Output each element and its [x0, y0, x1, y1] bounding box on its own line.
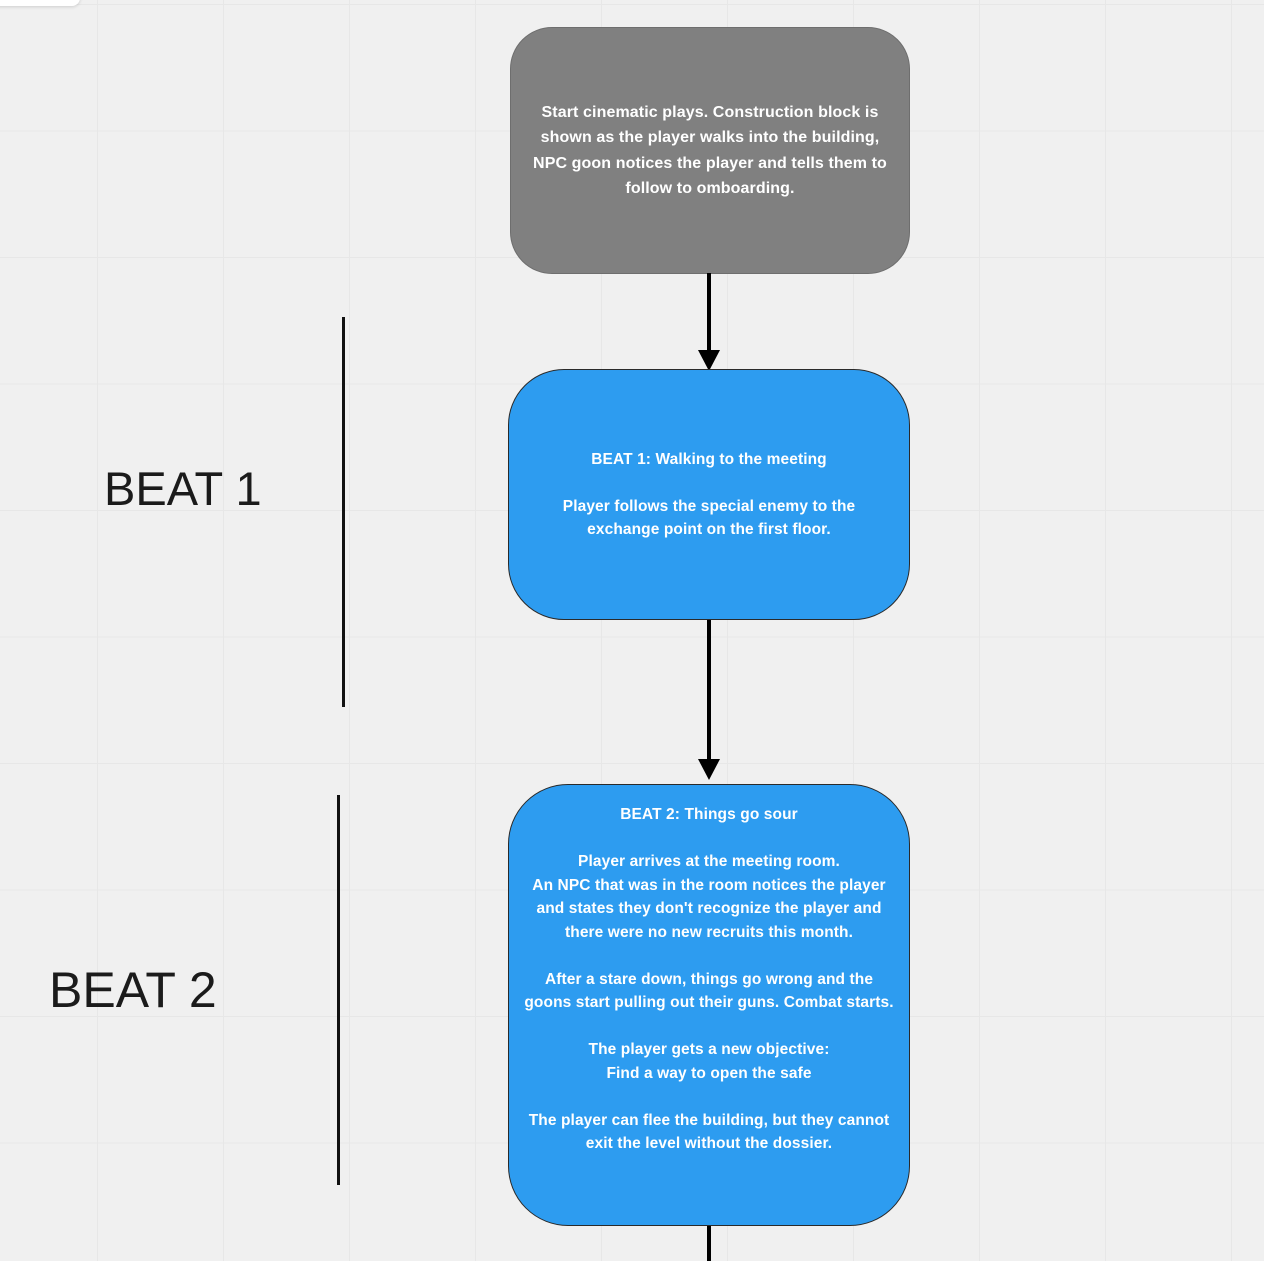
bracket-beat-1	[342, 317, 345, 707]
node-beat-2-title: BEAT 2: Things go sour	[620, 806, 798, 823]
node-start-text: Start cinematic plays. Construction bloc…	[533, 103, 887, 198]
node-beat-1[interactable]: BEAT 1: Walking to the meeting Player fo…	[508, 369, 910, 620]
beat-label-2: BEAT 2	[49, 962, 217, 1018]
node-beat-1-body: Player follows the special enemy to the …	[562, 497, 856, 539]
node-beat-1-title: BEAT 1: Walking to the meeting	[591, 450, 827, 468]
arrow-start-to-beat1[interactable]	[698, 273, 720, 371]
node-beat-2-paragraph-3: The player gets a new objective: Find a …	[588, 1041, 830, 1082]
arrow-beat2-onward[interactable]	[707, 1226, 711, 1261]
bracket-beat-2	[337, 795, 340, 1185]
node-beat-2[interactable]: BEAT 2: Things go sour Player arrives at…	[508, 784, 910, 1226]
beat-label-1: BEAT 1	[104, 462, 262, 515]
arrow-beat1-to-beat2[interactable]	[698, 620, 720, 780]
node-start-cinematic[interactable]: Start cinematic plays. Construction bloc…	[510, 27, 910, 274]
node-beat-2-paragraph-1: Player arrives at the meeting room. An N…	[532, 853, 886, 941]
node-beat-2-paragraph-2: After a stare down, things go wrong and …	[524, 970, 894, 1012]
node-beat-2-paragraph-4: The player can flee the building, but th…	[528, 1111, 890, 1153]
floating-toolbar-panel[interactable]	[0, 0, 80, 6]
